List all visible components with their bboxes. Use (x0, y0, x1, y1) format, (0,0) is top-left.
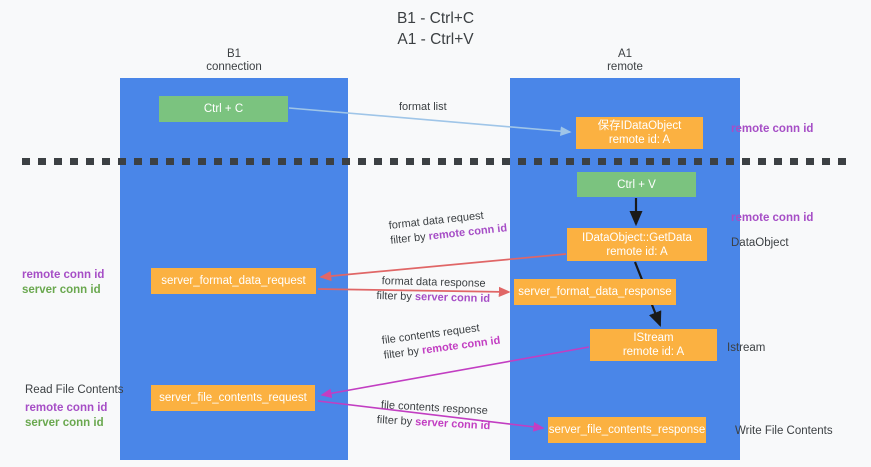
node-istream-line1: IStream (633, 332, 674, 344)
phase-divider (22, 158, 850, 165)
caption-fcres-emphasis: server conn id (414, 416, 491, 433)
caption-file-contents-response: file contents response filter by server … (376, 398, 491, 434)
label-right-dataobject: DataObject (731, 237, 789, 249)
label-left-remote-conn-id-1: remote conn id (22, 269, 105, 281)
column-header-a1: A1 remote (510, 48, 740, 74)
caption-fcres-prefix: filter by (376, 413, 416, 429)
node-ctrl-v[interactable]: Ctrl + V (577, 172, 696, 197)
node-save-idataobject[interactable]: 保存IDataObject remote id: A (576, 117, 703, 149)
node-ctrl-c-label: Ctrl + C (203, 103, 244, 115)
column-a1-name: A1 (617, 48, 633, 60)
title-line-1: B1 - Ctrl+C (396, 10, 475, 27)
label-left-server-conn-id-1: server conn id (22, 284, 101, 296)
label-left-remote-conn-id-2: remote conn id (25, 402, 108, 414)
caption-format-data-request: format data request filter by remote con… (388, 206, 508, 248)
label-right-istream: Istream (727, 342, 766, 354)
label-left-conn-ids-1: remote conn id server conn id (22, 268, 104, 298)
label-left-server-conn-id-2: server conn id (25, 417, 104, 429)
node-getdata-line1: IDataObject::GetData (582, 231, 692, 244)
page-title: B1 - Ctrl+C A1 - Ctrl+V (0, 8, 871, 50)
node-server-format-data-response-label: server_format_data_response (518, 286, 672, 298)
title-line-2: A1 - Ctrl+V (397, 31, 474, 48)
caption-fdreq-prefix: filter by (389, 230, 430, 247)
node-server-format-data-response[interactable]: server_format_data_response (514, 279, 676, 305)
column-header-b1: B1 connection (120, 48, 348, 74)
caption-fdres-prefix: filter by (376, 289, 416, 303)
label-left-conn-ids-2: remote conn id server conn id (25, 401, 107, 431)
label-right-remote-conn-id-mid: remote conn id (731, 212, 814, 224)
node-save-idataobject-line1: 保存IDataObject (597, 120, 682, 132)
column-b1-role: connection (206, 61, 262, 73)
label-left-read-file-contents: Read File Contents (25, 384, 124, 396)
label-right-remote-conn-id-top: remote conn id (731, 123, 814, 135)
node-server-file-contents-request-label: server_file_contents_request (159, 392, 307, 404)
caption-fcreq-prefix: filter by (383, 344, 423, 362)
node-idataobject-getdata[interactable]: IDataObject::GetData remote id: A (567, 228, 707, 261)
node-server-format-data-request[interactable]: server_format_data_request (151, 268, 316, 294)
node-ctrl-c[interactable]: Ctrl + C (159, 96, 288, 122)
node-istream[interactable]: IStream remote id: A (590, 329, 717, 361)
column-b1-name: B1 (226, 48, 242, 60)
node-save-idataobject-line2: remote id: A (608, 134, 671, 146)
node-server-file-contents-request[interactable]: server_file_contents_request (151, 385, 315, 411)
column-a1-role: remote (607, 61, 643, 73)
node-server-file-contents-response-label: server_file_contents_response (548, 424, 706, 436)
caption-fdres-emphasis: server conn id (414, 291, 491, 305)
node-getdata-line2: remote id: A (606, 245, 668, 258)
caption-format-list: format list (399, 100, 447, 115)
node-istream-line2: remote id: A (622, 346, 685, 358)
label-right-write-file-contents: Write File Contents (735, 425, 833, 437)
node-server-format-data-request-label: server_format_data_request (161, 275, 306, 287)
caption-format-data-response-line2: filter by server conn id (376, 289, 490, 307)
caption-file-contents-request: file contents request filter by remote c… (381, 319, 501, 364)
caption-format-list-text: format list (399, 101, 447, 113)
node-server-file-contents-response[interactable]: server_file_contents_response (548, 417, 706, 443)
node-ctrl-v-label: Ctrl + V (617, 178, 656, 191)
caption-format-data-response: format data response filter by server co… (376, 274, 490, 307)
